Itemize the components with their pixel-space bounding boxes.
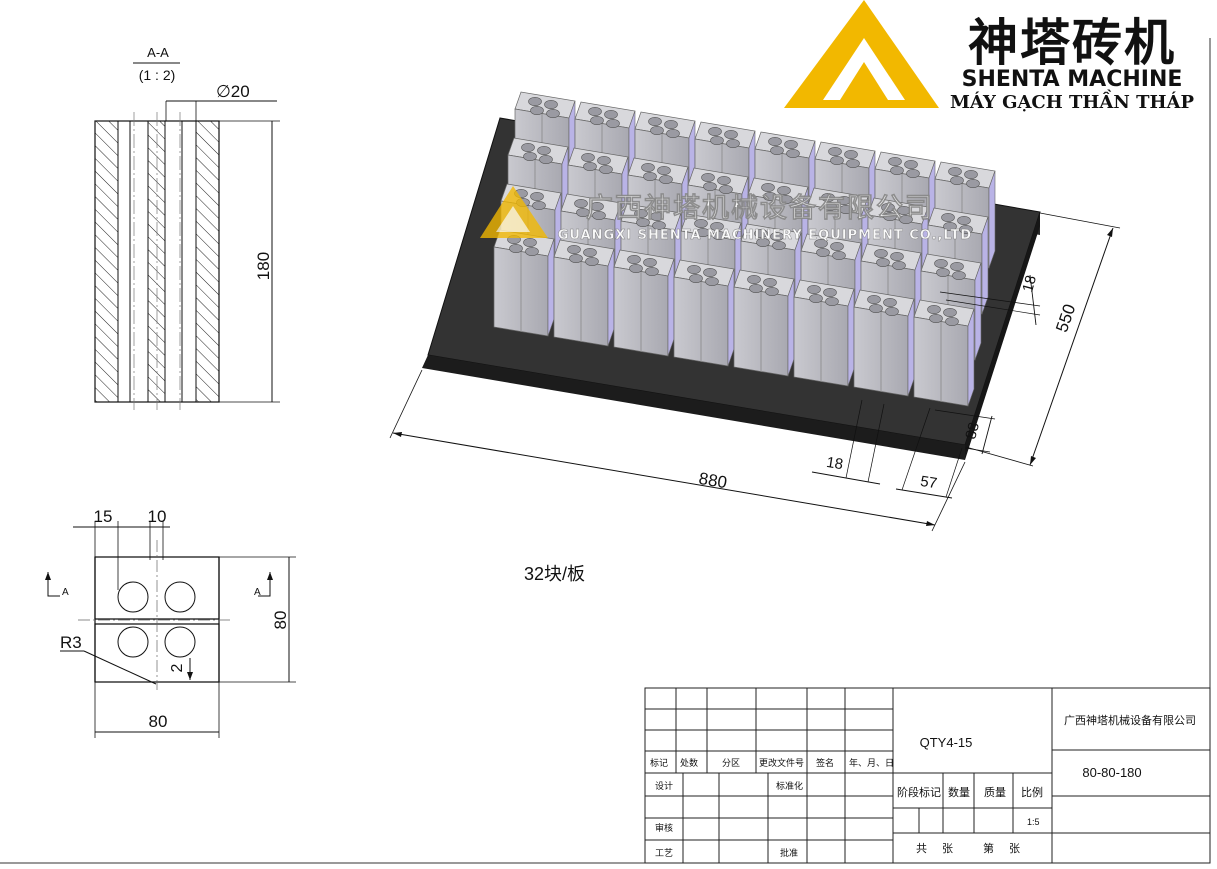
hollow-block xyxy=(853,289,915,397)
row-approve: 批准 xyxy=(780,847,798,859)
block-grid xyxy=(493,91,996,407)
hollow-block xyxy=(913,299,975,407)
gap-18-bottom: 18 xyxy=(825,454,844,473)
cut-mark-left: A xyxy=(62,587,69,598)
hollow-block xyxy=(613,249,675,357)
margin-88-label: 88 xyxy=(962,421,983,442)
total-label: 共 xyxy=(916,842,927,855)
row-check: 审核 xyxy=(655,822,673,834)
company-name: 广西神塔机械设备有限公司 xyxy=(1064,713,1196,727)
pallet-dimensions: 880 550 18 88 18 57 xyxy=(389,212,1121,532)
cut-mark-right: A xyxy=(254,587,261,598)
watermark-en: GUANGXI SHENTA MACHINERY EQUIPMENT CO.,L… xyxy=(558,228,972,243)
mass-label: 质量 xyxy=(984,786,1006,799)
section-scale: (1 : 2) xyxy=(139,67,176,83)
hollow-block xyxy=(733,269,795,377)
row-standard: 标准化 xyxy=(776,780,803,792)
hollow-block xyxy=(793,279,855,387)
title-block xyxy=(644,687,1211,864)
pallet-length-label: 880 xyxy=(697,469,728,492)
plan-view: 15 10 A A R3 2 80 xyxy=(45,507,296,738)
section-label: A-A xyxy=(147,45,169,60)
title-block-text: 标记 处数 分区 更改文件号 签名 年、月、日 设计 标准化 审核 工艺 批准 … xyxy=(650,713,1196,859)
hdr-mark: 标记 xyxy=(650,757,668,769)
hdr-sign: 签名 xyxy=(816,757,834,769)
dim-10: 10 xyxy=(148,507,167,526)
dim-15: 15 xyxy=(94,507,113,526)
scale-value: 1:5 xyxy=(1027,817,1040,827)
plan-depth-label: 80 xyxy=(271,611,290,630)
hdr-count: 处数 xyxy=(680,757,698,769)
hdr-doc: 更改文件号 xyxy=(759,757,804,769)
radius-label: R3 xyxy=(60,633,82,652)
pallet-width-label: 550 xyxy=(1052,302,1079,335)
pallet-3d-view xyxy=(422,91,1041,460)
product-code: QTY4-15 xyxy=(920,735,973,750)
watermark-cn: 广西神塔机械设备有限公司 xyxy=(586,193,934,224)
section-view: A-A (1 : 2) ∅20 180 xyxy=(94,45,280,410)
stage-label: 阶段标记 xyxy=(897,785,941,799)
page-label: 第 xyxy=(983,841,994,855)
margin-57-label: 57 xyxy=(919,473,938,492)
row-design: 设计 xyxy=(655,780,673,792)
hollow-block xyxy=(493,229,555,337)
logo-en: SHENTA MACHINE xyxy=(962,67,1183,92)
gap-18-top: 18 xyxy=(1019,274,1040,295)
hole-diameter-label: ∅20 xyxy=(216,82,250,101)
watermark: 广西神塔机械设备有限公司 GUANGXI SHENTA MACHINERY EQ… xyxy=(480,186,972,243)
company-logo: 神塔砖机 SHENTA MACHINE MÁY GẠCH THẦN THÁP xyxy=(784,0,1194,113)
hollow-block xyxy=(553,239,615,347)
sheets-label-2: 张 xyxy=(1009,842,1020,855)
row-process: 工艺 xyxy=(655,848,673,859)
qty-label: 数量 xyxy=(948,786,970,799)
hdr-zone: 分区 xyxy=(722,758,740,769)
section-height-label: 180 xyxy=(254,252,273,280)
hollow-block xyxy=(673,259,735,367)
blocks-per-pallet-label: 32块/板 xyxy=(524,564,585,584)
sheets-label-1: 张 xyxy=(942,842,953,855)
spec-code: 80-80-180 xyxy=(1082,765,1141,780)
dim-2: 2 xyxy=(169,663,186,672)
logo-cn: 神塔砖机 xyxy=(968,14,1176,72)
hdr-date: 年、月、日 xyxy=(849,757,894,769)
plan-width-label: 80 xyxy=(149,712,168,731)
logo-vn: MÁY GẠCH THẦN THÁP xyxy=(950,88,1195,113)
ratio-label: 比例 xyxy=(1021,785,1043,799)
